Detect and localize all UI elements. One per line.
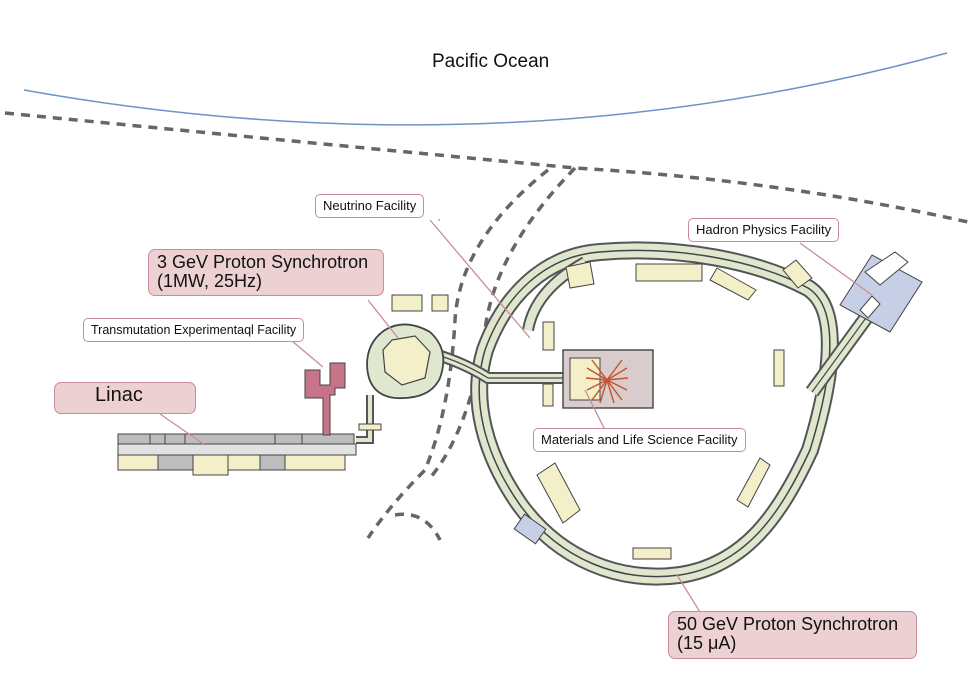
transmutation-facility-callout: Transmutation Experimentaql Facility [83, 318, 305, 342]
main-ring-callout-line2: (15 μA) [677, 633, 737, 653]
blue-building [513, 513, 547, 545]
coastline [23, 52, 948, 126]
ocean-label: Pacific Ocean [432, 51, 550, 72]
neutrino-facility-callout: Neutrino Facility [315, 194, 425, 218]
main-ring-callout-line1: 50 GeV Proton Synchrotron [677, 614, 899, 634]
main-ring-50gev [470, 241, 839, 586]
linac-callout: Linac [54, 382, 196, 414]
linac-to-rcs-line [356, 395, 382, 444]
transmutation-building [304, 362, 346, 436]
rcs-callout: 3 GeV Proton Synchrotron (1MW, 25Hz) [148, 249, 384, 296]
leader-lines [159, 219, 873, 613]
site-boundary [4, 111, 969, 541]
mlf-callout: Materials and Life Science Facility [533, 428, 746, 452]
rcs-callout-line2: (1MW, 25Hz) [157, 271, 263, 291]
hadron-physics-facility-callout: Hadron Physics Facility [688, 218, 840, 242]
rcs-ring-3gev [366, 323, 445, 400]
linac-building [117, 433, 357, 476]
main-ring-callout: 50 GeV Proton Synchrotron (15 μA) [668, 611, 917, 659]
hadron-hall [839, 251, 923, 333]
rcs-callout-line1: 3 GeV Proton Synchrotron [157, 252, 369, 272]
auxiliary-buildings [391, 259, 813, 560]
mlf-building [562, 349, 654, 409]
